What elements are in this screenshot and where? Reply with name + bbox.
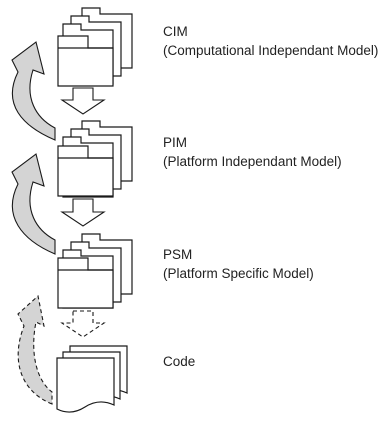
- psm-to-code-arrow-icon: [60, 310, 106, 338]
- cim-title: CIM: [163, 24, 188, 39]
- psm-description: (Platform Specific Model): [163, 266, 314, 281]
- cim-folder-stack-icon: [57, 7, 133, 87]
- psm-to-pim-feedback-arrow-icon: [11, 153, 56, 255]
- pim-to-psm-arrow-icon: [60, 198, 106, 227]
- pim-to-cim-feedback-arrow-icon: [11, 41, 56, 141]
- code-to-psm-feedback-arrow-icon: [17, 294, 53, 405]
- pim-description: (Platform Independant Model): [163, 154, 342, 169]
- code-title: Code: [163, 354, 196, 369]
- cim-description: (Computational Independant Model): [163, 43, 379, 58]
- cim-to-pim-arrow-icon: [60, 87, 106, 115]
- psm-folder-stack-icon: [57, 233, 133, 309]
- pim-folder-stack-icon: [57, 120, 133, 198]
- pim-title: PIM: [163, 135, 188, 150]
- code-document-stack-icon: [56, 345, 128, 413]
- psm-title: PSM: [163, 247, 193, 262]
